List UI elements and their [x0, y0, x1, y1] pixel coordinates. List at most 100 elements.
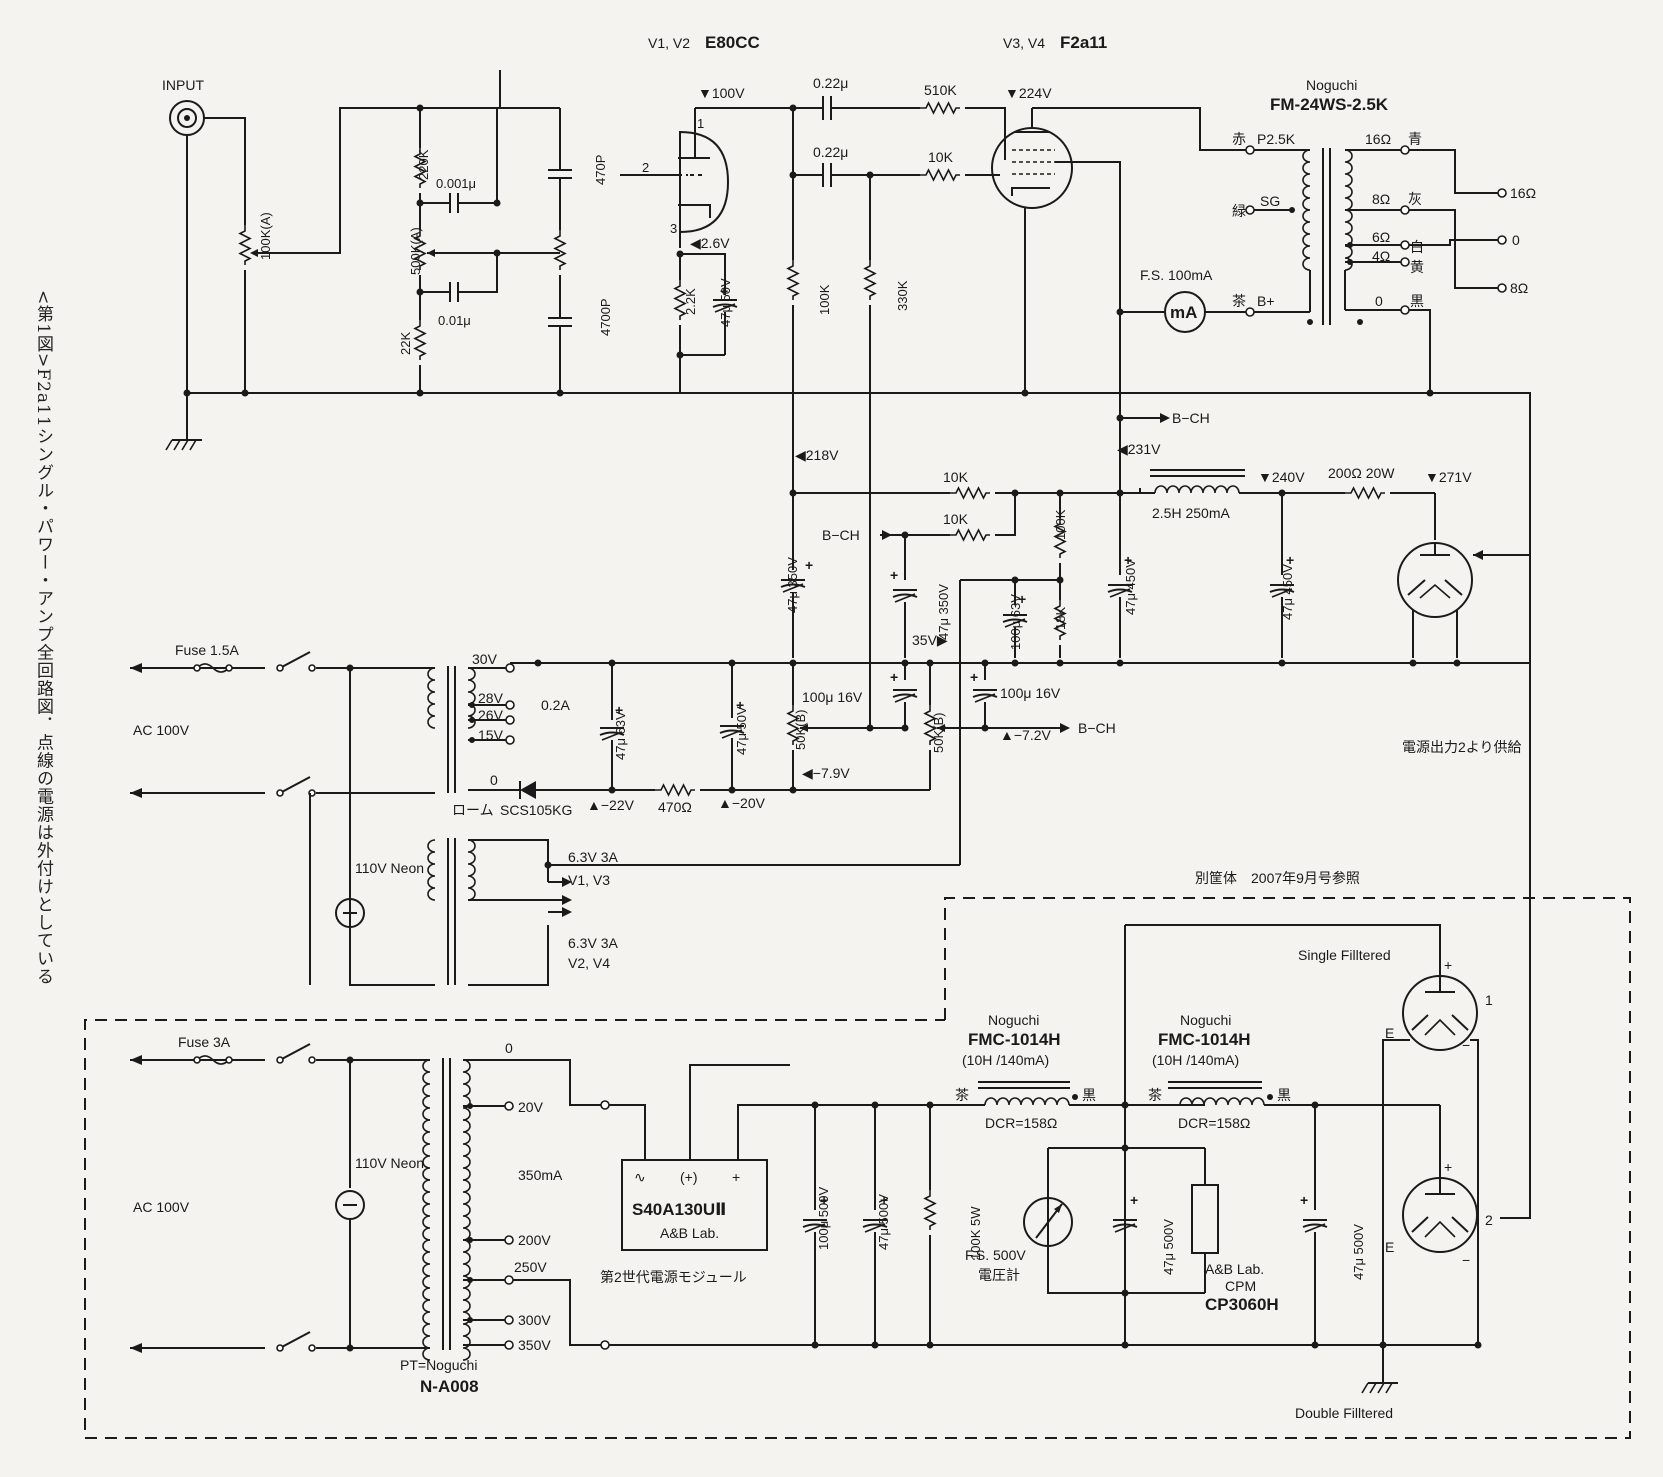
power-module — [621, 1159, 768, 1251]
v1-pin1: 1 — [697, 116, 704, 131]
pt-tap-0: 0 — [505, 1040, 513, 1056]
output-transformer — [1302, 148, 1353, 325]
opt-p-label: P2.5K — [1257, 131, 1296, 147]
fuse-2-symbol — [196, 1055, 230, 1065]
r100k5w-label: 100K 5W — [968, 1206, 983, 1260]
pt-tap-300v: 300V — [518, 1312, 551, 1328]
r10k-b-label: 10K — [943, 511, 969, 527]
input-jack[interactable] — [169, 100, 205, 136]
ground-symbol — [165, 439, 202, 451]
output-connector-2[interactable] — [1402, 1177, 1478, 1253]
v1-pin2: 2 — [642, 160, 649, 175]
opt-sg-label: SG — [1260, 193, 1280, 209]
v1-pin3: 3 — [670, 221, 677, 236]
bias-transformer — [427, 666, 476, 793]
v12-label: V1, V2 — [648, 35, 690, 51]
power-switch-2a[interactable] — [279, 1043, 311, 1061]
supply-note: 電源出力2より供給 — [1402, 739, 1522, 755]
caption-text: F2a11シングル・パワー・アンプ全回路図．点線の電源は外付けとしている — [33, 368, 53, 986]
c100-16b-label: 100μ 16V — [1000, 685, 1061, 701]
ecap-plus-psu4: + — [1300, 1192, 1308, 1208]
rail-junctions — [534, 659, 1461, 667]
opt-c6: 白 — [1410, 239, 1424, 255]
c47-450a-label: 47μ 450V — [1123, 559, 1138, 615]
power-switch-1a[interactable] — [279, 651, 311, 669]
voltmeter-label: 電圧計 — [978, 1267, 1020, 1283]
figure-number: <第1図> — [33, 290, 53, 369]
opt-c16: 青 — [1408, 131, 1422, 147]
choke1-brown: 茶 — [955, 1087, 969, 1103]
coupling-cap1-label: 0.22μ — [813, 75, 848, 91]
out-0-terminal: 0 — [1512, 232, 1520, 248]
module-maker: A&B Lab. — [660, 1225, 719, 1241]
psu-title: 別筐体 2007年9月号参照 — [1195, 870, 1360, 886]
r10k-grid-label: 10K — [928, 149, 954, 165]
heater-2-tubes: V2, V4 — [568, 955, 610, 971]
c47-63-label: 47μ 63V — [613, 711, 628, 760]
milliammeter: mA — [1164, 291, 1206, 333]
ecap-plus-psu3: + — [1130, 1192, 1138, 1208]
power-switch-1b[interactable] — [279, 776, 311, 794]
v3-plate-voltage: ▼224V — [1005, 85, 1052, 101]
v34-type: F2a11 — [1060, 33, 1107, 52]
power-switch-2b[interactable] — [279, 1331, 311, 1349]
c470p-label: 470P — [593, 155, 608, 185]
c47-50b-label: 47μ 50V — [734, 706, 749, 755]
rectifier-tube-top — [1397, 542, 1473, 618]
tap-0: 0 — [490, 772, 498, 788]
node-7-9v: ◀−7.9V — [802, 765, 850, 781]
c100-16a-label: 100μ 16V — [802, 689, 863, 705]
r220k-label: 220K — [416, 149, 431, 180]
cpm-maker: A&B Lab. — [1205, 1261, 1264, 1277]
r22k-label: 22K — [398, 332, 413, 355]
figure-caption: <第1図>F2a11シングル・パワー・アンプ全回路図．点線の電源は外付けとしてい… — [10, 290, 56, 1190]
ecap-plus-450a: + — [1124, 552, 1132, 568]
module-plus-pin-2: + — [732, 1169, 740, 1185]
v1-cathode-voltage: ◀2.6V — [690, 235, 730, 251]
psu-junctions — [811, 1101, 1387, 1349]
choke2-dcr: DCR=158Ω — [1178, 1115, 1250, 1131]
v12-type: E80CC — [705, 33, 760, 52]
node-231v: ◀231V — [1117, 441, 1161, 457]
choke1-dcr: DCR=158Ω — [985, 1115, 1057, 1131]
opt-model: FM-24WS-2.5K — [1270, 95, 1389, 114]
milliammeter-unit: mA — [1170, 303, 1197, 322]
out1-minus: − — [1462, 1037, 1470, 1053]
r330k-label: 330K — [895, 280, 910, 311]
node-20v: ▲−20V — [718, 795, 766, 811]
opt-t0: 0 — [1375, 293, 1383, 309]
out1-number: 1 — [1485, 992, 1493, 1008]
opt-secondary-taps — [1344, 145, 1410, 315]
choke1-spec: (10H /140mA) — [962, 1052, 1049, 1068]
opt-bp-label: B+ — [1257, 293, 1275, 309]
pt-model: N-A008 — [420, 1377, 479, 1396]
opt-t6: 6Ω — [1372, 229, 1390, 245]
ecap-plus-450b: + — [1286, 552, 1294, 568]
ecap-plus-bias2: + — [736, 697, 744, 713]
c47-350b-label: 47μ 350V — [936, 584, 951, 640]
pt-tap-200v: 200V — [518, 1232, 551, 1248]
choke1-maker: Noguchi — [988, 1012, 1039, 1028]
neon-1-label: 110V Neon — [355, 860, 424, 876]
heater-1-spec: 6.3V 3A — [568, 849, 618, 865]
pot50b-label: 50K(B) — [931, 713, 946, 753]
c4700p-label: 4700P — [598, 298, 613, 336]
coupling-cap2-label: 0.22μ — [813, 144, 848, 160]
v1-triode-symbol — [678, 130, 730, 234]
pt-maker: PT=Noguchi — [400, 1357, 477, 1373]
opt-c8: 灰 — [1408, 191, 1422, 207]
tap-26v: 26V — [478, 707, 504, 723]
opt-bp-color: 茶 — [1232, 293, 1246, 309]
single-filtered-label: Single Filltered — [1298, 947, 1391, 963]
c0-01-label: 0.01μ — [438, 313, 471, 328]
fuse-1-label: Fuse 1.5A — [175, 642, 239, 658]
node-22v: ▲−22V — [587, 797, 635, 813]
tap-28v: 28V — [478, 690, 504, 706]
bias-diode — [500, 781, 536, 799]
external-psu-boundary — [84, 897, 1631, 1439]
psu-ground-symbol — [1361, 1382, 1398, 1394]
v3-pentode-symbol — [991, 108, 1121, 393]
output-connector-1[interactable] — [1402, 975, 1478, 1051]
diode-type: SCS105KG — [500, 802, 572, 818]
module-desc: 第2世代電源モジュール — [600, 1269, 747, 1285]
